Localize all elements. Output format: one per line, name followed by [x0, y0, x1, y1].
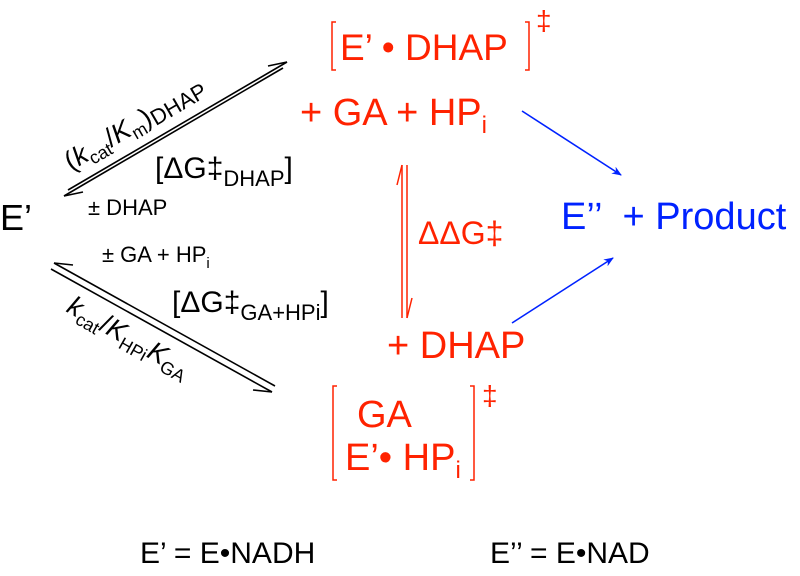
legend-e-double-prime: E’’ = E•NAD [490, 537, 650, 570]
lower-products: + DHAP [387, 325, 525, 367]
upper-transition-state: E’ • DHAP ‡ [331, 5, 552, 71]
plus-minus-ga-hpi: ± GA + HPi [102, 242, 210, 272]
upper-delta-g: [ΔG‡DHAP] [155, 152, 293, 191]
ddg-equilibrium-arrow [396, 164, 413, 319]
lower-delta-g: [ΔG‡GA+HPi] [172, 286, 329, 325]
svg-text:‡: ‡ [482, 380, 498, 411]
enzyme-label: E’ [0, 197, 32, 238]
upper-products: + GA + HPi [300, 92, 487, 139]
blue-arrow-upper [521, 110, 622, 176]
svg-text:GA: GA [357, 394, 413, 436]
blue-arrow-lower [511, 257, 614, 324]
legend-e-prime: E’ = E•NADH [140, 537, 315, 570]
upper-equilibrium-arrow [63, 61, 288, 197]
svg-text:E’• HPi: E’• HPi [345, 437, 461, 484]
ddg-label: ΔΔG‡ [418, 215, 503, 251]
lower-equilibrium-arrow [50, 262, 276, 393]
lower-transition-state: GA E’• HPi ‡ [332, 380, 498, 484]
plus-minus-dhap: ± DHAP [88, 195, 167, 220]
product-label: E’’+ Product [561, 196, 787, 238]
svg-text:‡: ‡ [536, 5, 552, 36]
svg-text:E’ • DHAP: E’ • DHAP [340, 27, 508, 68]
